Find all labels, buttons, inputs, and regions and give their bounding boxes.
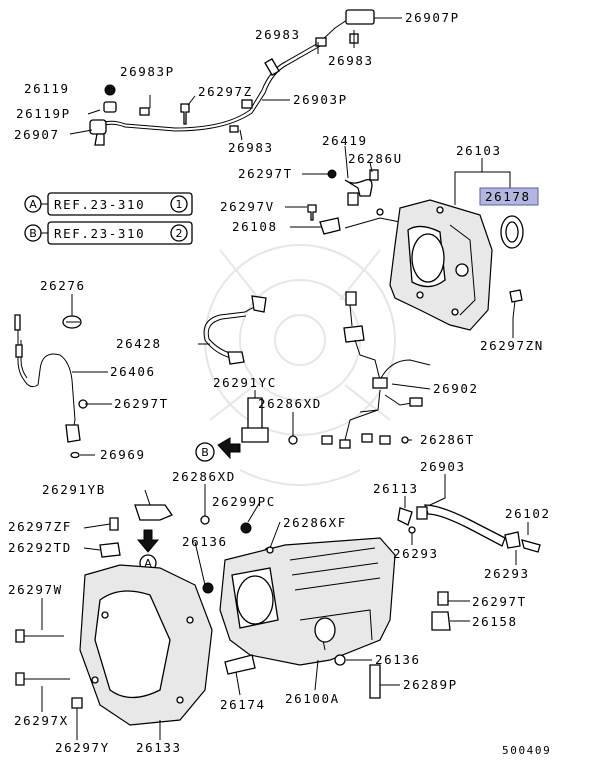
part-label-26907[interactable]: 26907 <box>14 127 60 142</box>
part-label-26297T[interactable]: 26297T <box>472 594 527 609</box>
part-label-26291YB[interactable]: 26291YB <box>42 482 106 497</box>
part-label-26102[interactable]: 26102 <box>505 506 551 521</box>
harness-26428 <box>203 295 267 365</box>
ref-a-letter: A <box>29 198 37 211</box>
part-label-26174[interactable]: 26174 <box>220 697 266 712</box>
part-label-26136[interactable]: 26136 <box>375 652 421 667</box>
bolt-26297ZF <box>109 517 119 531</box>
part-label-26291YC[interactable]: 26291YC <box>213 375 277 390</box>
ref-a-num: 1 <box>176 198 183 211</box>
part-label-26406[interactable]: 26406 <box>110 364 156 379</box>
part-label-26983[interactable]: 26983 <box>255 27 301 42</box>
ref-box-b: B REF.23-310 2 <box>24 221 193 245</box>
part-label-26297W[interactable]: 26297W <box>8 582 63 597</box>
part-label-26297ZF[interactable]: 26297ZF <box>8 519 72 534</box>
pipe-26903 <box>397 504 541 553</box>
part-label-26119[interactable]: 26119 <box>24 81 70 96</box>
cable-26406 <box>14 314 88 459</box>
extension-housing-26103 <box>389 199 493 331</box>
part-highlight-26178 <box>479 187 539 206</box>
part-label-26903P[interactable]: 26903P <box>293 92 348 107</box>
part-label-26108[interactable]: 26108 <box>232 219 278 234</box>
bolt-26136-lower <box>334 654 346 666</box>
part-label-26297X[interactable]: 26297X <box>14 713 69 728</box>
part-label-26293[interactable]: 26293 <box>484 566 530 581</box>
ref-b-letter: B <box>29 227 37 240</box>
part-label-26286XD[interactable]: 26286XD <box>258 396 322 411</box>
part-label-26297ZN[interactable]: 26297ZN <box>480 338 544 353</box>
bracket-26292TD <box>99 542 121 558</box>
part-label-26902[interactable]: 26902 <box>433 381 479 396</box>
clip-26174 <box>224 654 256 675</box>
part-label-26907P[interactable]: 26907P <box>405 10 460 25</box>
bolt-26297T-lower <box>437 591 449 606</box>
part-label-26178[interactable]: 26178 <box>485 189 531 204</box>
part-label-26969[interactable]: 26969 <box>100 447 146 462</box>
callout-b-arrow: B <box>195 437 241 462</box>
part-label-26113[interactable]: 26113 <box>373 481 419 496</box>
part-label-26297V[interactable]: 26297V <box>220 199 275 214</box>
part-labels: 26907P 26983 26983 26983P 26119 26297Z 2… <box>8 10 551 757</box>
part-label-26276[interactable]: 26276 <box>40 278 86 293</box>
part-label-26100A[interactable]: 26100A <box>285 691 340 706</box>
part-label-26299PC[interactable]: 26299PC <box>212 494 276 509</box>
ref-b-text: REF.23-310 <box>54 226 145 241</box>
bracket-26158 <box>431 611 451 631</box>
part-label-26903[interactable]: 26903 <box>420 459 466 474</box>
transmission-case-26100A <box>219 537 396 666</box>
part-label-26158[interactable]: 26158 <box>472 614 518 629</box>
part-label-26103[interactable]: 26103 <box>456 143 502 158</box>
part-label-26983[interactable]: 26983 <box>328 53 374 68</box>
bolts-lower-left <box>15 629 83 730</box>
part-label-26297Y[interactable]: 26297Y <box>55 740 110 755</box>
part-label-26286XF[interactable]: 26286XF <box>283 515 347 530</box>
part-label-26428[interactable]: 26428 <box>116 336 162 351</box>
part-label-26983[interactable]: 26983 <box>228 140 274 155</box>
part-label-26133[interactable]: 26133 <box>136 740 182 755</box>
sensor-cluster-upper <box>307 169 401 235</box>
bolt-26297ZN <box>509 289 523 319</box>
ref-b-num: 2 <box>176 227 183 240</box>
watermark-emblem <box>204 244 396 486</box>
converter-housing-26133 <box>79 564 213 726</box>
part-label-26297T[interactable]: 26297T <box>238 166 293 181</box>
callout-b-letter: B <box>201 446 209 459</box>
part-label-26419[interactable]: 26419 <box>322 133 368 148</box>
leader-lines <box>41 17 529 740</box>
oil-seal-26178 <box>500 215 524 249</box>
part-label-26292TD[interactable]: 26292TD <box>8 540 72 555</box>
part-label-26289P[interactable]: 26289P <box>403 677 458 692</box>
harness-26902 <box>321 291 431 449</box>
part-label-26293[interactable]: 26293 <box>393 546 439 561</box>
part-label-26297Z[interactable]: 26297Z <box>198 84 253 99</box>
callout-a-letter: A <box>144 557 152 570</box>
diagram-number: 500409 <box>502 744 551 757</box>
part-label-26983P[interactable]: 26983P <box>120 64 175 79</box>
sensor-26291YC <box>241 397 298 445</box>
part-label-26286XD[interactable]: 26286XD <box>172 469 236 484</box>
part-label-26286T[interactable]: 26286T <box>420 432 475 447</box>
ref-box-a: A REF.23-310 1 <box>24 192 193 216</box>
clip-26276 <box>62 315 82 329</box>
ref-a-text: REF.23-310 <box>54 197 145 212</box>
part-label-26286U[interactable]: 26286U <box>348 151 403 166</box>
part-label-26119P[interactable]: 26119P <box>16 106 71 121</box>
bolt-26136-upper <box>202 582 214 594</box>
harness-26907 <box>89 9 375 146</box>
part-label-26297T[interactable]: 26297T <box>114 396 169 411</box>
pipe-26289P <box>369 664 381 699</box>
part-label-26136[interactable]: 26136 <box>182 534 228 549</box>
